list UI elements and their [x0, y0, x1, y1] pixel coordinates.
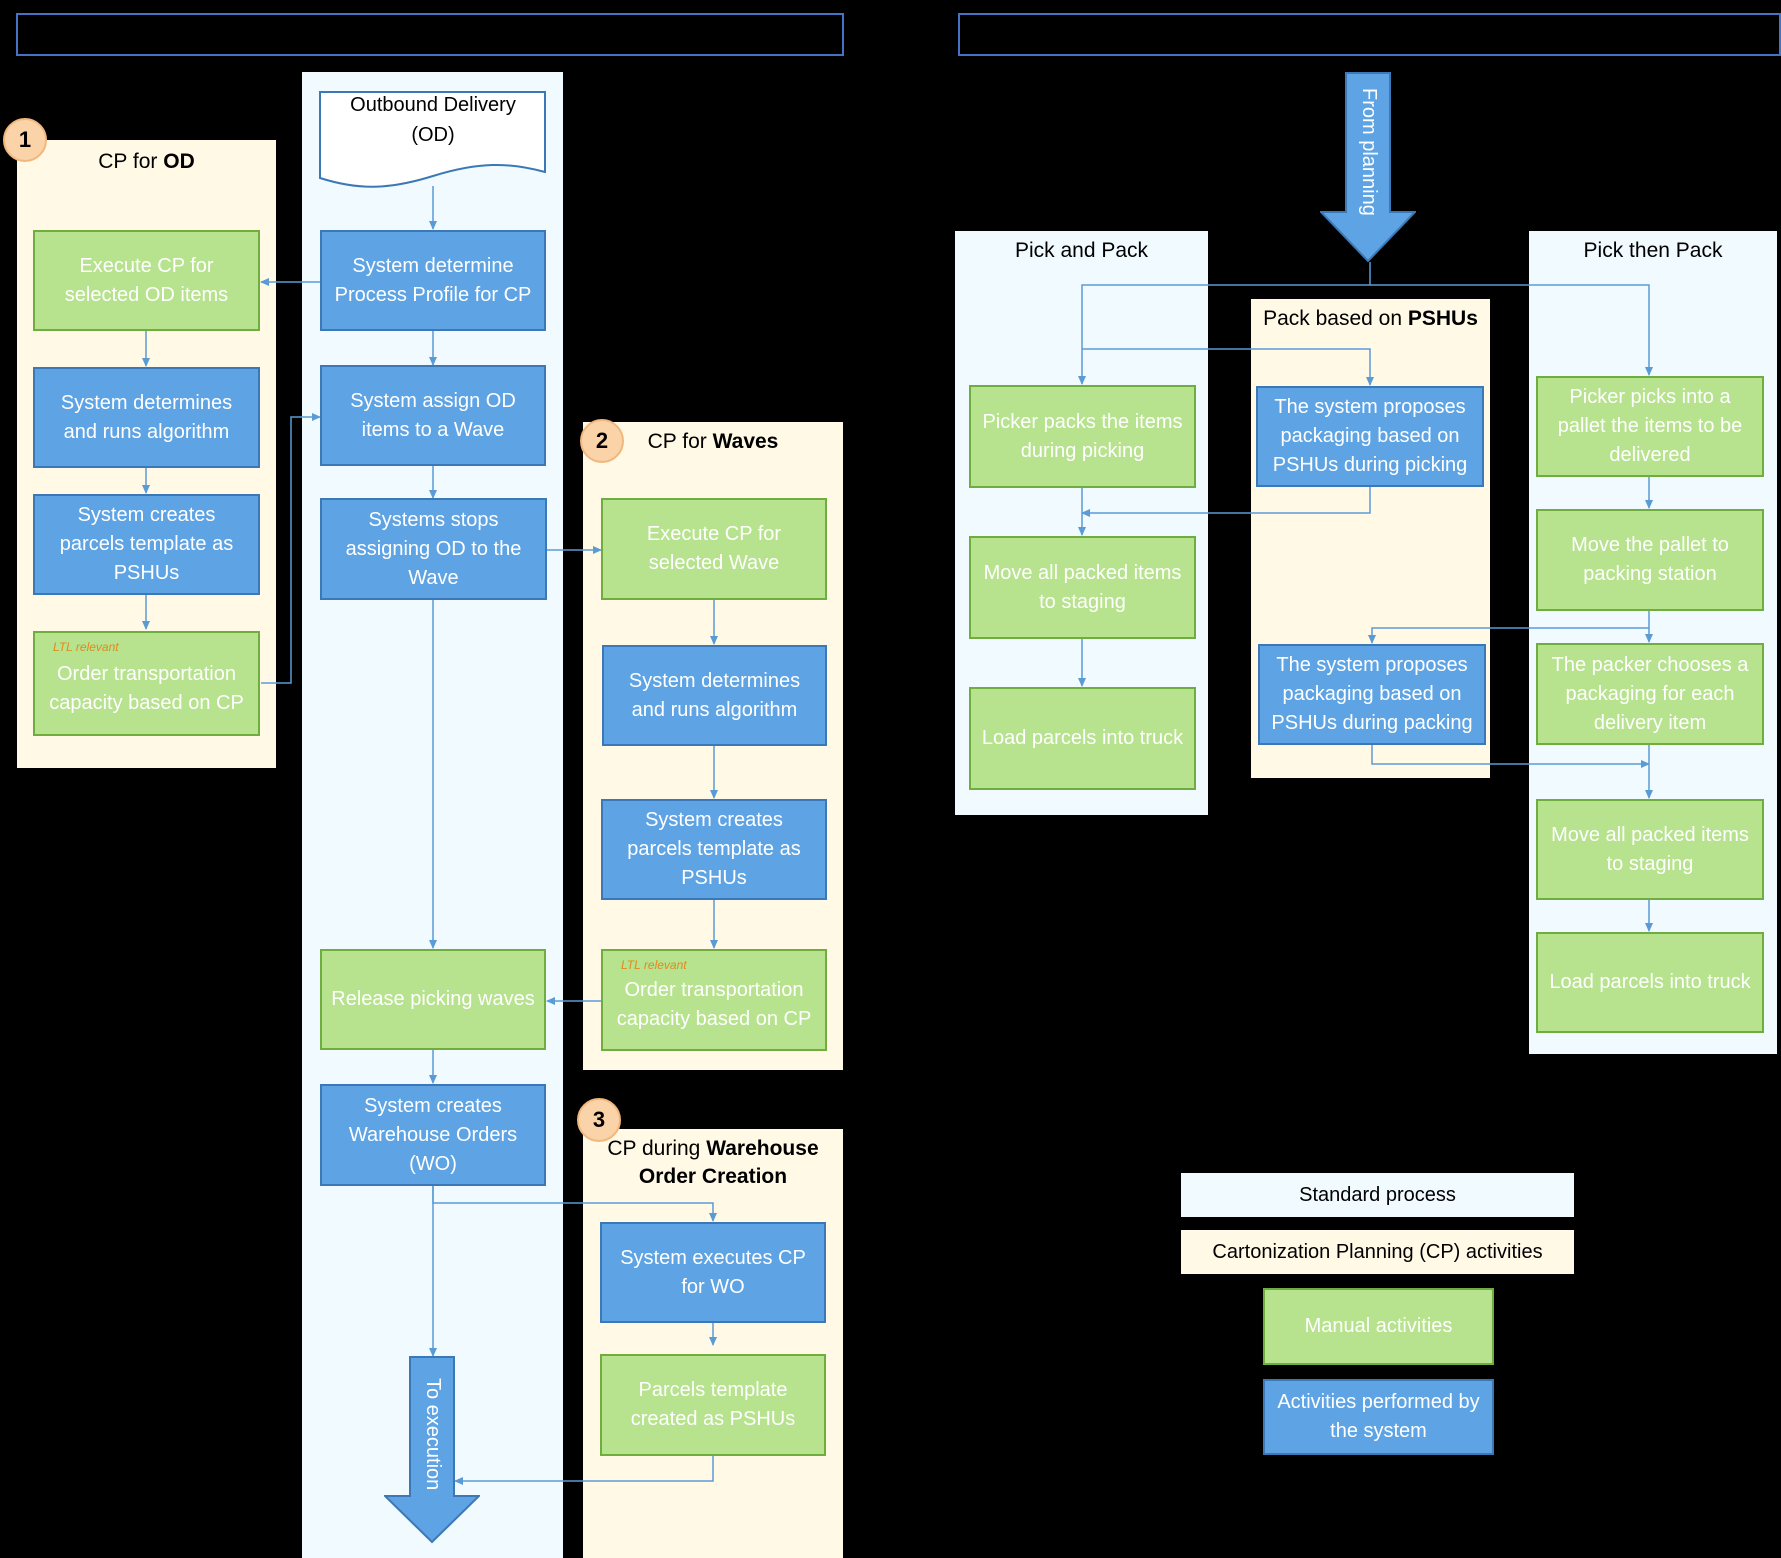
- badge-2: 2: [580, 419, 624, 463]
- packer-chooses-packaging-box: The packer chooses a packaging for each …: [1536, 643, 1764, 745]
- pick-then-pack-move-staging-box: Move all packed items to staging: [1536, 799, 1764, 900]
- ltl-relevant-tag: LTL relevant: [621, 958, 687, 972]
- execute-cp-wo-box: System executes CP for WO: [600, 1222, 826, 1323]
- lane-pack-based-on-pshus-title: Pack based on PSHUs: [1251, 307, 1490, 331]
- legend-system-activities: Activities performed by the system: [1263, 1379, 1494, 1455]
- cp-od-order-capacity-label: Order transportation capacity based on C…: [49, 662, 244, 714]
- parcels-template-wo-box: Parcels template created as PSHUs: [600, 1354, 826, 1456]
- lane-title-prefix: CP for: [647, 430, 713, 453]
- create-warehouse-orders-box: System creates Warehouse Orders (WO): [320, 1084, 546, 1186]
- cp-wave-template-box: System creates parcels template as PSHUs: [601, 799, 827, 900]
- from-planning-label: From planning: [1358, 88, 1380, 216]
- pick-then-pack-load-truck-box: Load parcels into truck: [1536, 932, 1764, 1033]
- execute-cp-wave-box: Execute CP for selected Wave: [601, 498, 827, 600]
- outbound-delivery-document-shape: [319, 91, 546, 188]
- lane-cp-for-od-title: CP for OD: [17, 150, 276, 174]
- cp-wave-algorithm-box: System determines and runs algorithm: [602, 645, 827, 746]
- cp-wave-order-capacity-box: LTL relevant Order transportation capaci…: [601, 949, 827, 1051]
- lane-title-prefix: CP during: [607, 1137, 707, 1160]
- picker-packs-items-box: Picker packs the items during picking: [969, 385, 1196, 488]
- lane-pick-and-pack-title: Pick and Pack: [1014, 239, 1149, 262]
- lane-title-prefix: CP for: [98, 150, 164, 173]
- right-header-bar: [958, 13, 1781, 56]
- lane-pick-then-pack: Pick then Pack: [1529, 231, 1777, 1054]
- lane-title-bold: OD: [163, 150, 195, 173]
- determine-process-profile-box: System determine Process Profile for CP: [320, 230, 546, 331]
- lane-cp-for-waves-title: CP for Waves: [583, 430, 843, 454]
- legend-manual-activities: Manual activities: [1263, 1288, 1494, 1365]
- assign-od-to-wave-box: System assign OD items to a Wave: [320, 365, 546, 466]
- pick-and-pack-move-staging-box: Move all packed items to staging: [969, 536, 1196, 639]
- pick-and-pack-load-truck-box: Load parcels into truck: [969, 687, 1196, 790]
- lane-title-prefix: Pack based on: [1263, 307, 1408, 330]
- lane-title-bold: Waves: [712, 430, 779, 453]
- to-execution-label: To execution: [422, 1378, 444, 1491]
- release-picking-waves-box: Release picking waves: [320, 949, 546, 1050]
- lane-pick-then-pack-title: Pick then Pack: [1583, 239, 1723, 262]
- outbound-delivery-document: Outbound Delivery (OD): [320, 88, 546, 150]
- lane-cp-during-wo-title: CP during Warehouse Order Creation: [583, 1135, 843, 1192]
- lane-cp-during-wo: CP during Warehouse Order Creation: [583, 1129, 843, 1558]
- from-planning-arrow: [1320, 72, 1416, 262]
- legend-standard-process: Standard process: [1181, 1173, 1574, 1217]
- cp-od-order-capacity-box: LTL relevant Order transportation capaci…: [33, 631, 260, 736]
- badge-3: 3: [577, 1098, 621, 1142]
- cp-od-template-box: System creates parcels template as PSHUs: [33, 494, 260, 595]
- left-header-bar: [16, 13, 844, 56]
- lane-title-bold: PSHUs: [1407, 307, 1478, 330]
- ltl-relevant-tag: LTL relevant: [53, 640, 119, 654]
- badge-1: 1: [3, 118, 47, 162]
- pshu-during-packing-box: The system proposes packaging based on P…: [1258, 644, 1486, 745]
- pshu-during-picking-box: The system proposes packaging based on P…: [1256, 386, 1484, 487]
- move-pallet-packing-box: Move the pallet to packing station: [1536, 509, 1764, 611]
- od-doc-line2: (OD): [411, 124, 455, 146]
- lane-title-bold: Warehouse: [706, 1137, 819, 1160]
- od-doc-line1: Outbound Delivery: [350, 94, 516, 116]
- stops-assigning-box: Systems stops assigning OD to the Wave: [320, 498, 547, 600]
- execute-cp-od-box: Execute CP for selected OD items: [33, 230, 260, 331]
- picker-picks-pallet-box: Picker picks into a pallet the items to …: [1536, 376, 1764, 477]
- legend-cp-activities: Cartonization Planning (CP) activities: [1181, 1230, 1574, 1274]
- cp-od-algorithm-box: System determines and runs algorithm: [33, 367, 260, 468]
- cp-wave-order-capacity-label: Order transportation capacity based on C…: [616, 979, 812, 1030]
- to-execution-arrow: [384, 1356, 480, 1544]
- lane-title-bold-2: Order Creation: [638, 1165, 788, 1189]
